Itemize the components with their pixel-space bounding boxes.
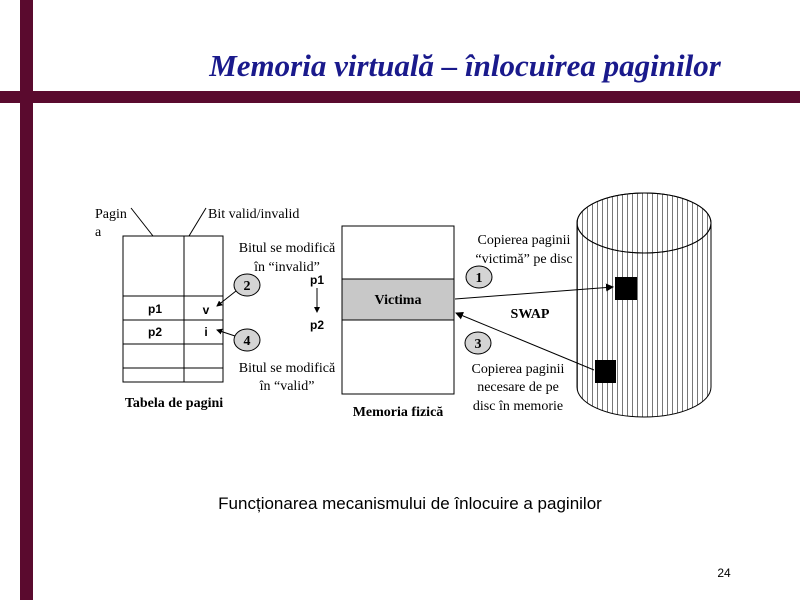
step-4-badge: 4 [233,328,261,352]
disk-block-needed [595,360,616,383]
physical-memory-box [341,225,455,395]
disk-block-victim [615,277,637,300]
svg-text:3: 3 [475,337,482,352]
slide-title: Memoria virtuală – înlocuirea paginilor [209,48,721,83]
victim-frame [341,278,455,321]
step-1-badge: 1 [465,265,493,289]
valid-bit-label: Bit valid/invalid [208,207,299,222]
swap-label: SWAP [511,307,550,322]
page-label-line1: Pagin [95,207,127,222]
svg-text:2: 2 [244,279,251,294]
vertical-accent-bar [20,0,33,600]
svg-text:4: 4 [244,334,251,349]
swap-disk-cylinder [576,192,712,418]
bit-valid-line1: Bitul se modifică [239,361,336,376]
valid-bit-pointer [188,207,207,237]
row-p2-page: p2 [148,325,162,339]
swap-in-arrow [455,311,595,371]
step-4-arrow [216,328,236,337]
row-p1-bit: v [203,303,210,317]
copy-victim-line2: “victimă” pe disc [475,252,572,267]
svg-text:1: 1 [476,271,483,286]
row-p1-page: p1 [148,302,162,316]
step-3-badge: 3 [464,331,492,355]
step-2-arrow [216,290,237,307]
copy-needed-line1: Copierea paginii [472,362,565,377]
diagram-caption: Funcționarea mecanismului de înlocuire a… [218,494,602,513]
step-2-badge: 2 [233,273,261,297]
physical-memory-label: Memoria fizică [353,405,444,420]
page-table [122,235,224,383]
row-p2-bit: i [204,325,207,339]
swap-out-arrow [454,283,614,300]
horizontal-accent-bar [0,91,800,103]
bit-invalid-line1: Bitul se modifică [239,241,336,256]
bit-invalid-line2: în “invalid” [253,260,320,275]
victim-label: Victima [375,293,422,308]
page-table-label: Tabela de pagini [125,396,223,411]
page-number: 24 [717,566,731,580]
bit-valid-line2: în “valid” [259,379,315,394]
page-label-pointer [130,207,154,237]
copy-needed-line2: necesare de pe [477,380,559,395]
p2-label: p2 [310,318,324,332]
copy-victim-line1: Copierea paginii [478,233,571,248]
page-label-line2: a [95,225,102,240]
p1-label: p1 [310,273,324,287]
copy-needed-line3: disc în memorie [473,399,563,414]
